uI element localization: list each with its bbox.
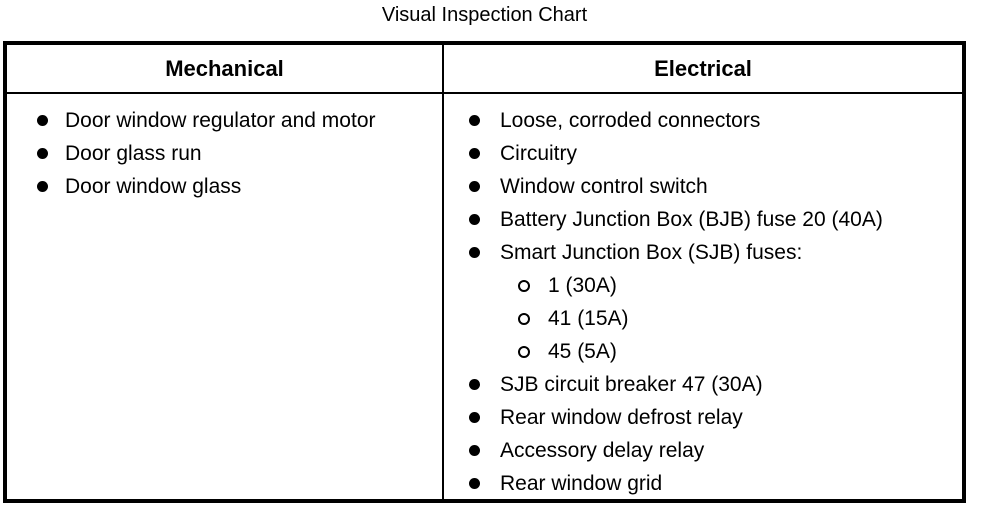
list-item-label: 45 (5A) <box>548 340 617 363</box>
list-item: 1 (30A) <box>444 269 962 302</box>
list-item-label: 41 (15A) <box>548 307 629 330</box>
list-item: 45 (5A) <box>444 335 962 368</box>
filled-bullet-icon <box>37 115 48 126</box>
column-header-electrical: Electrical <box>444 45 962 94</box>
filled-bullet-icon <box>469 412 480 423</box>
column-mechanical: Mechanical Door window regulator and mot… <box>7 45 444 499</box>
list-item: 41 (15A) <box>444 302 962 335</box>
list-item-label: Battery Junction Box (BJB) fuse 20 (40A) <box>500 208 883 231</box>
list-item: Loose, corroded connectors <box>444 104 962 137</box>
list-item: Rear window defrost relay <box>444 401 962 434</box>
list-item-label: SJB circuit breaker 47 (30A) <box>500 373 763 396</box>
list-item-label: Door window glass <box>65 175 242 198</box>
list-item: Accessory delay relay <box>444 434 962 467</box>
filled-bullet-icon <box>469 379 480 390</box>
list-item: Circuitry <box>444 137 962 170</box>
column-header-mechanical: Mechanical <box>7 45 442 94</box>
list-item: Window control switch <box>444 170 962 203</box>
filled-bullet-icon <box>469 445 480 456</box>
filled-bullet-icon <box>469 247 480 258</box>
list-item: Door window regulator and motor <box>7 104 442 137</box>
list-item-label: Door window regulator and motor <box>65 109 376 132</box>
filled-bullet-icon <box>469 478 480 489</box>
list-item: Door window glass <box>7 170 442 203</box>
filled-bullet-icon <box>469 214 480 225</box>
filled-bullet-icon <box>469 115 480 126</box>
list-item-label: Loose, corroded connectors <box>500 109 761 132</box>
list-item: Door glass run <box>7 137 442 170</box>
list-item-label: 1 (30A) <box>548 274 617 297</box>
list-item-label: Rear window defrost relay <box>500 406 743 429</box>
list-item-label: Smart Junction Box (SJB) fuses: <box>500 241 803 264</box>
open-circle-bullet-icon <box>518 280 530 292</box>
list-item-label: Circuitry <box>500 142 577 165</box>
list-item-label: Window control switch <box>500 175 708 198</box>
list-item: Rear window grid <box>444 467 962 499</box>
list-item-label: Door glass run <box>65 142 202 165</box>
list-item: Smart Junction Box (SJB) fuses: <box>444 236 962 269</box>
list-item-label: Accessory delay relay <box>500 439 705 462</box>
filled-bullet-icon <box>469 148 480 159</box>
filled-bullet-icon <box>37 148 48 159</box>
filled-bullet-icon <box>469 181 480 192</box>
list-item-label: Rear window grid <box>500 472 663 495</box>
open-circle-bullet-icon <box>518 346 530 358</box>
list-item: Battery Junction Box (BJB) fuse 20 (40A) <box>444 203 962 236</box>
page-title: Visual Inspection Chart <box>381 4 588 26</box>
inspection-table: Mechanical Door window regulator and mot… <box>3 41 966 503</box>
filled-bullet-icon <box>37 181 48 192</box>
open-circle-bullet-icon <box>518 313 530 325</box>
list-item: SJB circuit breaker 47 (30A) <box>444 368 962 401</box>
